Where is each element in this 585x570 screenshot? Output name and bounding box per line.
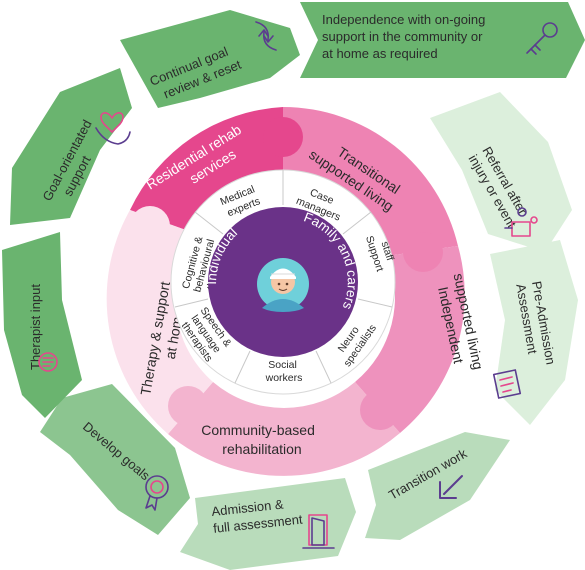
puzzle-knob-right — [403, 232, 443, 272]
patient-avatar-icon — [257, 258, 309, 312]
cycle-arrows-icon — [255, 21, 277, 51]
arrow-down-left-icon — [439, 475, 463, 499]
arrow-pre-admission — [490, 240, 578, 425]
service-community — [168, 382, 400, 476]
puzzle-knob-top — [263, 117, 303, 157]
arrow-goal-support — [10, 68, 132, 225]
puzzle-knob-bottomleft — [168, 386, 208, 426]
key-icon — [526, 22, 558, 55]
arrow-referral — [430, 92, 572, 252]
service-residential — [130, 107, 283, 234]
rosette-icon — [145, 475, 169, 511]
label-independence: Independence with on-going support in th… — [322, 12, 489, 61]
arrow-independence — [300, 2, 585, 78]
service-therapy-home — [106, 210, 213, 434]
label-therapist-input: Therapist input — [28, 284, 43, 370]
outer-arrow-icons — [38, 21, 558, 549]
heart-hands-icon — [95, 112, 131, 145]
center-circle: Individual Family and carers — [204, 207, 360, 357]
injury-person-icon — [504, 207, 538, 237]
arrow-admission — [180, 478, 356, 570]
arrow-therapist-input — [2, 232, 82, 418]
door-icon — [302, 514, 335, 549]
service-independent — [355, 246, 465, 433]
label-medical-experts: Medical experts — [218, 182, 264, 220]
puzzle-knob-bottomright — [360, 390, 400, 430]
label-community: Community-based rehabilitation — [201, 422, 319, 457]
label-social-workers: Social workers — [265, 359, 303, 384]
service-transitional — [283, 107, 458, 256]
arrow-transition-work — [365, 432, 510, 540]
services-ring — [106, 107, 465, 476]
notes-icon — [38, 352, 58, 372]
puzzle-knob-left — [130, 206, 170, 246]
clipboard-icon — [492, 369, 522, 399]
arrow-goal-review — [120, 10, 300, 108]
